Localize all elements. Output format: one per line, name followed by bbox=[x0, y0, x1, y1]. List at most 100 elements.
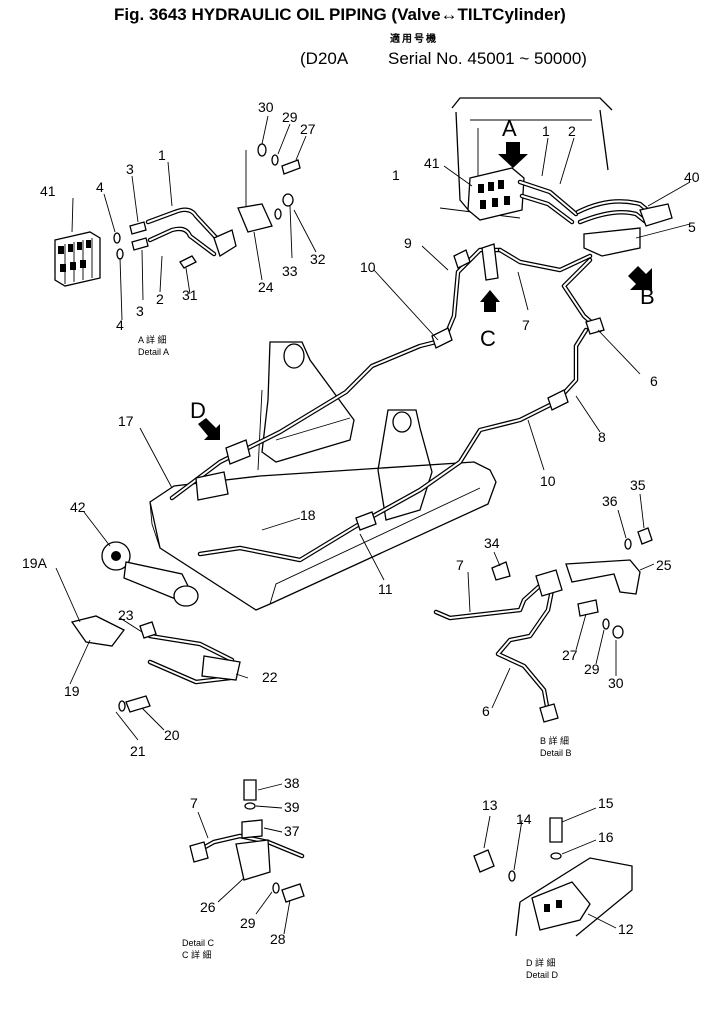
callout: 38 bbox=[284, 775, 300, 791]
o-ring-icon bbox=[116, 248, 124, 260]
hose-fitting-icon bbox=[355, 511, 377, 531]
clamp-icon bbox=[491, 561, 511, 581]
figure-title: Fig. 3643 HYDRAULIC OIL PIPING (Valve↔TI… bbox=[114, 5, 566, 24]
callout: 3 bbox=[126, 161, 134, 177]
callout: 7 bbox=[190, 795, 198, 811]
detail-a-label: Detail A bbox=[138, 347, 169, 357]
flare-nut-icon bbox=[189, 841, 209, 863]
clamp-plate-icon bbox=[241, 819, 263, 839]
callout: 28 bbox=[270, 931, 286, 947]
callout: 27 bbox=[562, 647, 578, 663]
tilt-cylinder-icon bbox=[101, 541, 199, 607]
bracket-icon bbox=[565, 559, 641, 595]
view-c-label: C bbox=[480, 326, 496, 351]
main-assembly-drawing: C D bbox=[55, 243, 641, 741]
view-d-arrow-icon bbox=[198, 418, 220, 440]
hose-fitting-icon bbox=[225, 439, 251, 465]
serial-range: Serial No. 45001 ~ 50000) bbox=[388, 49, 587, 68]
callout: 27 bbox=[300, 121, 316, 137]
nut-icon bbox=[637, 527, 653, 545]
o-ring-icon bbox=[508, 870, 516, 882]
callout: 8 bbox=[598, 429, 606, 445]
bolt-icon bbox=[281, 159, 301, 175]
washer-icon bbox=[274, 208, 282, 220]
fitting-icon bbox=[139, 621, 157, 639]
detail-d-drawing: D 詳 細 Detail D bbox=[473, 807, 633, 980]
callout: 10 bbox=[540, 473, 556, 489]
view-d-label: D bbox=[190, 398, 206, 423]
callout: 15 bbox=[598, 795, 614, 811]
callout: 19A bbox=[22, 555, 48, 571]
clamp-icon bbox=[481, 243, 499, 281]
callout: 2 bbox=[568, 123, 576, 139]
callout: 40 bbox=[684, 169, 700, 185]
flare-nut-icon bbox=[539, 703, 559, 723]
callout: 24 bbox=[258, 279, 274, 295]
view-a-label: A bbox=[502, 116, 517, 141]
bracket-icon bbox=[237, 203, 273, 233]
view-b-arrow-icon bbox=[628, 266, 652, 290]
control-valve-icon bbox=[467, 167, 525, 221]
detail-b-label: Detail B bbox=[540, 748, 572, 758]
callout: 6 bbox=[482, 703, 490, 719]
detail-b-jp-label: B 詳 細 bbox=[540, 735, 569, 746]
hose-bracket-icon bbox=[70, 615, 125, 647]
view-c-arrow-icon bbox=[480, 290, 500, 312]
callout: 18 bbox=[300, 507, 316, 523]
detail-a-drawing: A 詳 細 Detail A bbox=[54, 115, 317, 357]
callout: 19 bbox=[64, 683, 80, 699]
callout: 29 bbox=[584, 661, 600, 677]
callout: 21 bbox=[130, 743, 146, 759]
callout: 16 bbox=[598, 829, 614, 845]
bolt-icon bbox=[125, 695, 151, 713]
washer-icon bbox=[612, 625, 624, 639]
callout: 14 bbox=[516, 811, 532, 827]
callout: 12 bbox=[618, 921, 634, 937]
callout: 35 bbox=[630, 477, 646, 493]
washer-icon bbox=[624, 538, 632, 550]
callout: 4 bbox=[116, 317, 124, 333]
washer-icon bbox=[118, 700, 126, 712]
callout: 41 bbox=[424, 155, 440, 171]
callout: 11 bbox=[378, 581, 393, 597]
callout: 1 bbox=[542, 123, 550, 139]
callout: 26 bbox=[200, 899, 216, 915]
model-label: (D20A bbox=[300, 49, 349, 68]
detail-c-jp-label: C 詳 細 bbox=[182, 949, 212, 960]
callout: 41 bbox=[40, 183, 56, 199]
detail-d-jp-label: D 詳 細 bbox=[526, 957, 556, 968]
bolt-icon bbox=[281, 883, 305, 903]
detail-c-label: Detail C bbox=[182, 938, 215, 948]
callout: 9 bbox=[404, 235, 412, 251]
callout: 29 bbox=[282, 109, 298, 125]
callout-numbers: 30 29 27 1 3 41 4 2 3 4 31 24 33 32 1 1 … bbox=[22, 99, 700, 947]
detail-b-drawing: B 詳 細 Detail B bbox=[433, 493, 655, 758]
callout: 33 bbox=[282, 263, 298, 279]
callout: 23 bbox=[118, 607, 134, 623]
washer-icon bbox=[257, 143, 267, 157]
control-valve-block-icon bbox=[54, 231, 101, 287]
view-a-arrow-icon bbox=[498, 142, 528, 168]
bolt-icon bbox=[577, 599, 599, 617]
applicable-serial-jp: 適用号機 bbox=[390, 32, 438, 45]
hose-fitting-icon bbox=[547, 389, 569, 411]
callout: 13 bbox=[482, 797, 498, 813]
bracket-icon bbox=[195, 471, 229, 501]
hose-fitting-icon bbox=[639, 203, 673, 227]
hose-fitting-icon bbox=[585, 317, 605, 335]
callout: 39 bbox=[284, 799, 300, 815]
callout: 42 bbox=[70, 499, 86, 515]
washer-icon bbox=[271, 154, 279, 166]
washer-icon bbox=[244, 802, 256, 810]
clamp-bracket-icon bbox=[235, 839, 271, 881]
callout: 1 bbox=[158, 147, 166, 163]
detail-a-jp-label: A 詳 細 bbox=[138, 334, 167, 345]
callout: 22 bbox=[262, 669, 278, 685]
detail-d-label: Detail D bbox=[526, 970, 559, 980]
view-b-label: B bbox=[640, 284, 655, 309]
callout: 4 bbox=[96, 179, 104, 195]
washer-icon bbox=[550, 852, 562, 860]
callout: 25 bbox=[656, 557, 672, 573]
nut-icon bbox=[282, 193, 294, 207]
